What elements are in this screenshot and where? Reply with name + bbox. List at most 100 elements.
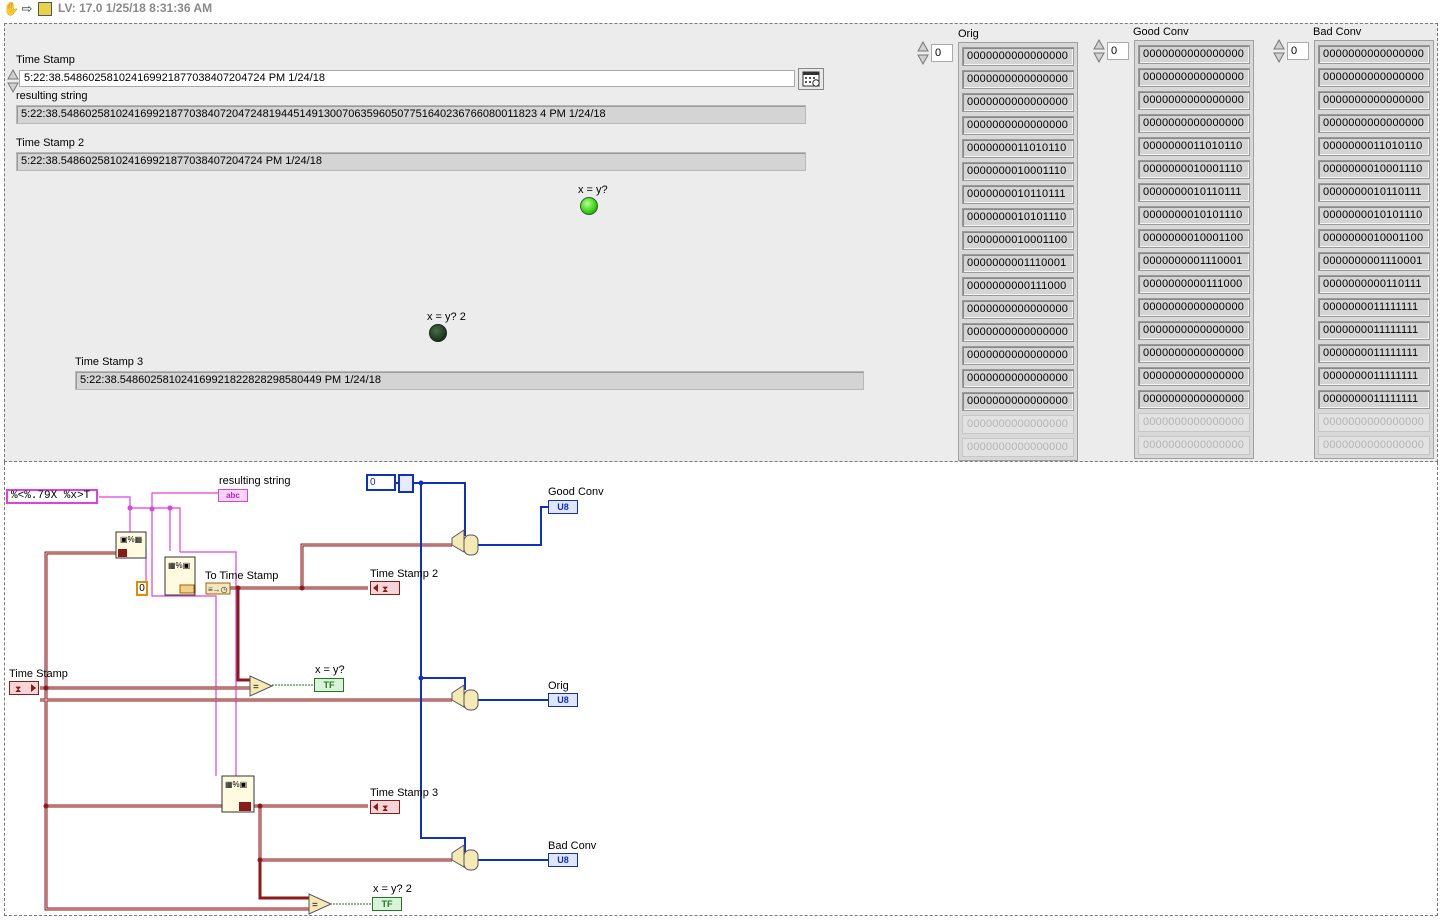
format-string-constant[interactable]: %<%.79X %x>T [6, 489, 98, 504]
bd-x-eq-y-label: x = y? [315, 664, 345, 676]
resulting-string-label: resulting string [16, 90, 88, 102]
orig-array-element: 0000000000000000 [962, 116, 1074, 135]
svg-text:⧗: ⧗ [15, 684, 21, 694]
bad-conv-array-element: 0000000000000000 [1318, 45, 1430, 64]
bd-time-stamp-label: Time Stamp [9, 668, 68, 680]
orig-array-indicator: 0000000000000000 0000000000000000 00000000… [958, 42, 1078, 461]
bad-conv-array-indicator: 0000000000000000 0000000000000000 00000000… [1314, 40, 1434, 459]
orig-array-element: 0000000010110111 [962, 185, 1074, 204]
scan-from-string-node[interactable]: ▦%▣ [164, 556, 196, 596]
good-conv-array-element: 0000000000000000 [1138, 344, 1250, 363]
orig-array-element: 0000000000000000 [962, 392, 1074, 411]
orig-array-element: 0000000001110001 [962, 254, 1074, 273]
orig-terminal[interactable]: U8 [548, 693, 578, 707]
bd-resulting-string-label: resulting string [219, 475, 291, 487]
time-stamp-3-label: Time Stamp 3 [75, 356, 144, 368]
good-conv-array-element: 0000000010101110 [1138, 206, 1250, 225]
window-title: LV: 17.0 1/25/18 8:31:36 AM [58, 1, 213, 15]
bd-bad-conv-label: Bad Conv [548, 840, 597, 852]
wire-junctions [43, 585, 305, 863]
good-conv-array-element: 0000000000000000 [1138, 114, 1250, 133]
run-arrow-icon[interactable]: ⇨ [21, 1, 33, 16]
timestamp-terminal-icon: ⧗ [373, 803, 388, 813]
equal-2-led-indicator [429, 324, 447, 342]
orig-array-element: 0000000000000000 [962, 346, 1074, 365]
time-stamp-control[interactable]: 5:22:38.54860258102416992187703840720472… [19, 70, 795, 87]
good-conv-array-element: 0000000010110111 [1138, 183, 1250, 202]
good-conv-array-element: 0000000000111000 [1138, 275, 1250, 294]
bd-orig-label: Orig [548, 680, 569, 692]
vi-icon[interactable] [38, 2, 52, 16]
array-index-constant[interactable]: 0 [366, 474, 396, 491]
bad-conv-index-spinner[interactable] [1273, 38, 1285, 64]
orig-index-spinner[interactable] [917, 40, 929, 66]
good-conv-array-element: 0000000000000000 [1138, 390, 1250, 409]
hand-icon[interactable]: ✋ [3, 1, 20, 16]
time-stamp-2-indicator: 5:22:38.54860258102416992187703840720472… [16, 152, 806, 171]
good-conv-array-element: 0000000001110001 [1138, 252, 1250, 271]
good-conv-array-element: 0000000000000000 [1138, 91, 1250, 110]
bad-conv-array-element: 0000000000000000 [1318, 91, 1430, 110]
bad-conv-index-display[interactable]: 0 [1287, 42, 1309, 60]
x-eq-y-terminal[interactable]: TF [314, 678, 344, 692]
bad-conv-array-element: 0000000010110111 [1318, 183, 1430, 202]
equal-comparison-2-node[interactable]: = [308, 893, 333, 915]
orig-index-display[interactable]: 0 [931, 44, 953, 62]
to-time-stamp-node[interactable]: ≡→◷ [205, 582, 231, 595]
bad-conv-array-element: 0000000000110111 [1318, 275, 1430, 294]
orig-array-element: 0000000000111000 [962, 277, 1074, 296]
bad-conv-terminal[interactable]: U8 [548, 853, 578, 867]
resulting-string-indicator: 5:22:38.54860258102416992187703840720472… [16, 105, 806, 124]
timestamp-terminal-icon: ⧗ [373, 584, 388, 594]
led-equal-2-label: x = y? 2 [427, 311, 466, 323]
good-conv-array-element: 0000000000000000 [1138, 367, 1250, 386]
good-conv-array-element: 0000000011010110 [1138, 137, 1250, 156]
array-index-terminal[interactable] [398, 474, 414, 493]
resulting-string-terminal[interactable]: abc [218, 489, 248, 502]
x-eq-y-2-terminal[interactable]: TF [372, 897, 402, 911]
good-conv-array-indicator: 0000000000000000 0000000000000000 00000000… [1134, 40, 1254, 459]
scan-from-string-2-node[interactable]: ▦%▣ [221, 775, 255, 813]
equal-led-indicator [580, 197, 598, 215]
bad-conv-array-element: 0000000010001100 [1318, 229, 1430, 248]
bad-conv-array-element: 0000000011111111 [1318, 367, 1430, 386]
calendar-browse-button[interactable] [798, 68, 824, 90]
time-stamp-3-terminal[interactable]: ⧗ [370, 800, 400, 814]
good-conv-index-display[interactable]: 0 [1107, 42, 1129, 60]
time-stamp-2-terminal[interactable]: ⧗ [370, 581, 400, 595]
good-conv-array-element: 0000000000000000 [1138, 298, 1250, 317]
zero-constant[interactable]: 0 [136, 581, 148, 596]
convert-bad-node[interactable] [451, 844, 479, 871]
good-conv-terminal[interactable]: U8 [548, 500, 578, 514]
time-stamp-2-label: Time Stamp 2 [16, 137, 85, 149]
led-equal-label: x = y? [578, 184, 608, 196]
timestamp-terminal-icon: ⧗ [15, 684, 36, 694]
time-stamp-increment-decrement[interactable] [7, 68, 19, 94]
svg-text:=: = [312, 900, 318, 911]
window-toolbar: ✋ ⇨ LV: 17.0 1/25/18 8:31:36 AM [0, 0, 1442, 20]
bad-conv-array-label: Bad Conv [1313, 26, 1362, 38]
convert-orig-node[interactable] [451, 684, 479, 711]
orig-array-element: 0000000000000000 [962, 369, 1074, 388]
orig-array-element: 0000000011010110 [962, 139, 1074, 158]
orig-array-element: 0000000000000000 [962, 93, 1074, 112]
bad-conv-array-element: 0000000011111111 [1318, 321, 1430, 340]
good-conv-array-empty-element: 0000000000000000 [1138, 436, 1250, 455]
orig-array-element: 0000000010001110 [962, 162, 1074, 181]
good-conv-index-spinner[interactable] [1093, 38, 1105, 64]
orig-array-label: Orig [958, 28, 979, 40]
orig-array-element: 0000000000000000 [962, 47, 1074, 66]
bad-conv-array-empty-element: 0000000000000000 [1318, 413, 1430, 432]
equal-comparison-node[interactable]: = [249, 675, 274, 697]
bad-conv-array-element: 0000000011111111 [1318, 390, 1430, 409]
bd-good-conv-label: Good Conv [548, 486, 604, 498]
bd-to-time-stamp-label: To Time Stamp [205, 570, 279, 582]
orig-array-element: 0000000000000000 [962, 323, 1074, 342]
calendar-icon [802, 71, 820, 87]
format-into-string-node[interactable]: ▣%▦ [115, 531, 147, 559]
good-conv-array-element: 0000000000000000 [1138, 321, 1250, 340]
orig-array-empty-element: 0000000000000000 [962, 438, 1074, 457]
convert-good-node[interactable] [451, 529, 479, 556]
time-stamp-terminal[interactable]: ⧗ [9, 681, 39, 695]
bd-time-stamp-2-label: Time Stamp 2 [370, 568, 439, 580]
